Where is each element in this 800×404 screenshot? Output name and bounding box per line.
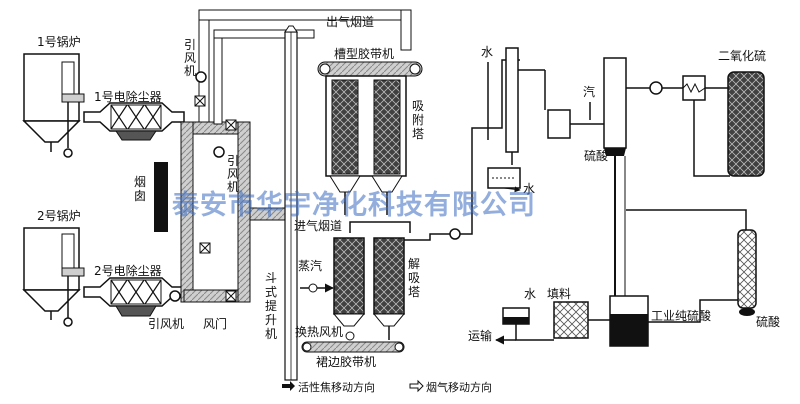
fan-mid-label-3: 机	[227, 180, 239, 194]
stripping-column	[603, 57, 627, 296]
be-2: 式	[265, 285, 277, 299]
absorber-tower	[737, 229, 757, 316]
boiler-1-label: 1号锅炉	[37, 34, 81, 49]
heat-exchanger	[682, 75, 706, 101]
industrial-acid-label: 工业纯硫酸	[651, 308, 711, 323]
return-line	[693, 100, 730, 177]
desorber-fan	[449, 228, 461, 240]
legend: 活性焦移动方向 烟气移动方向	[282, 379, 492, 394]
at-1: 吸	[412, 99, 424, 113]
outlet-duct-label: 出气烟道	[326, 14, 374, 29]
converter-tower	[727, 71, 765, 177]
acid-return-line	[644, 299, 738, 323]
trough-belt-conveyor	[317, 61, 423, 77]
industrial-acid-tank	[609, 295, 649, 347]
boiler-2-label: 2号锅炉	[37, 208, 81, 223]
adsorption-tower	[325, 75, 407, 215]
water-tank	[502, 307, 530, 325]
fan-top-label-1: 引	[184, 38, 196, 52]
precipitator-1-label: 1号电除尘器	[94, 89, 162, 104]
at-3: 塔	[412, 127, 424, 141]
sulfuric-acid-1-label: 硫酸	[584, 148, 608, 163]
chimney-label-1: 烟	[134, 175, 146, 189]
damper-valve	[225, 290, 237, 302]
bucket-elevator	[284, 25, 298, 381]
water-2-arrow	[503, 186, 521, 193]
damper-label: 风门	[203, 316, 227, 331]
fan-bottom-label: 引风机	[148, 317, 184, 331]
water-3-label: 水	[524, 287, 536, 301]
fan-mid	[213, 146, 225, 158]
line-to-absorber	[626, 209, 747, 230]
so2-pump	[649, 81, 663, 95]
heat-exchanger-coil	[682, 82, 706, 94]
be-3: 提	[265, 298, 277, 313]
bucket-elevator-label: 斗 式 提 升 机	[265, 271, 281, 341]
fan-top-label-2: 风	[184, 51, 196, 65]
transport-label: 运输	[468, 328, 492, 343]
inlet-duct	[349, 221, 411, 233]
boiler-2	[22, 227, 85, 327]
steam-right-label: 汽	[583, 84, 595, 99]
chimney-label: 烟 囱	[134, 175, 150, 203]
watermark: 泰安市华宇净化科技有限公司	[172, 189, 536, 221]
flue-ducts	[180, 9, 412, 303]
fan-mid-label-1: 引	[227, 154, 239, 168]
skirt-belt-conveyor	[301, 341, 405, 353]
sulfuric-acid-2-label: 硫酸	[756, 314, 780, 329]
precipitator-2	[83, 277, 185, 317]
chimney-label-2: 囱	[134, 189, 146, 203]
precipitator-1	[83, 102, 185, 141]
packing-vessel	[553, 301, 589, 339]
inlet-duct-label: 进气烟道	[294, 218, 342, 233]
dt-3: 塔	[408, 285, 420, 299]
gas-to-scrubber-line	[460, 59, 520, 235]
fan-bottom	[169, 290, 181, 302]
exchanger-fan	[345, 331, 355, 341]
settling-tank	[487, 167, 521, 189]
fan-top	[195, 71, 207, 83]
fan-top-label-3: 机	[184, 64, 196, 78]
steam-left-valve	[308, 283, 318, 293]
at-2: 附	[412, 113, 424, 127]
water-1-label: 水	[481, 45, 493, 59]
skirt-belt-label: 裙边胶带机	[316, 354, 376, 369]
dt-1: 解	[408, 257, 420, 271]
adsorption-tower-label: 吸 附 塔	[412, 99, 428, 141]
be-5: 机	[265, 327, 277, 341]
precipitator-2-label: 2号电除尘器	[94, 263, 162, 278]
valve-mid	[225, 119, 237, 131]
dt-2: 吸	[408, 271, 420, 285]
valve-top	[194, 95, 206, 107]
legend-gas-arrow	[409, 379, 424, 393]
valve-right	[199, 242, 211, 254]
fan-top-label: 引 风 机	[184, 38, 200, 78]
be-4: 升	[265, 313, 277, 327]
desorption-tower	[332, 237, 406, 340]
legend-coke-label: 活性焦移动方向	[298, 380, 375, 394]
so2-label: 二氧化硫	[718, 48, 766, 63]
exchanger-fan-label: 换热风机	[295, 325, 343, 339]
legend-coke-arrow	[282, 381, 295, 391]
water-2-label: 水	[523, 182, 535, 196]
trough-belt-label: 槽型胶带机	[334, 46, 394, 61]
fan-mid-label: 引 风 机	[227, 154, 243, 194]
desorption-tower-label: 解 吸 塔	[408, 257, 424, 299]
boiler-1	[22, 53, 85, 158]
scrubber-column	[505, 47, 519, 165]
desorber-gas-line	[404, 233, 450, 241]
steam-left-label: 蒸汽	[298, 258, 322, 273]
line-water-to-pack	[515, 324, 554, 341]
legend-gas-label: 烟气移动方向	[426, 380, 492, 394]
packing-label: 填料	[547, 287, 571, 301]
fan-mid-label-2: 风	[227, 167, 239, 181]
be-1: 斗	[265, 271, 277, 285]
filter-vessel	[547, 109, 571, 139]
chimney	[154, 162, 168, 232]
